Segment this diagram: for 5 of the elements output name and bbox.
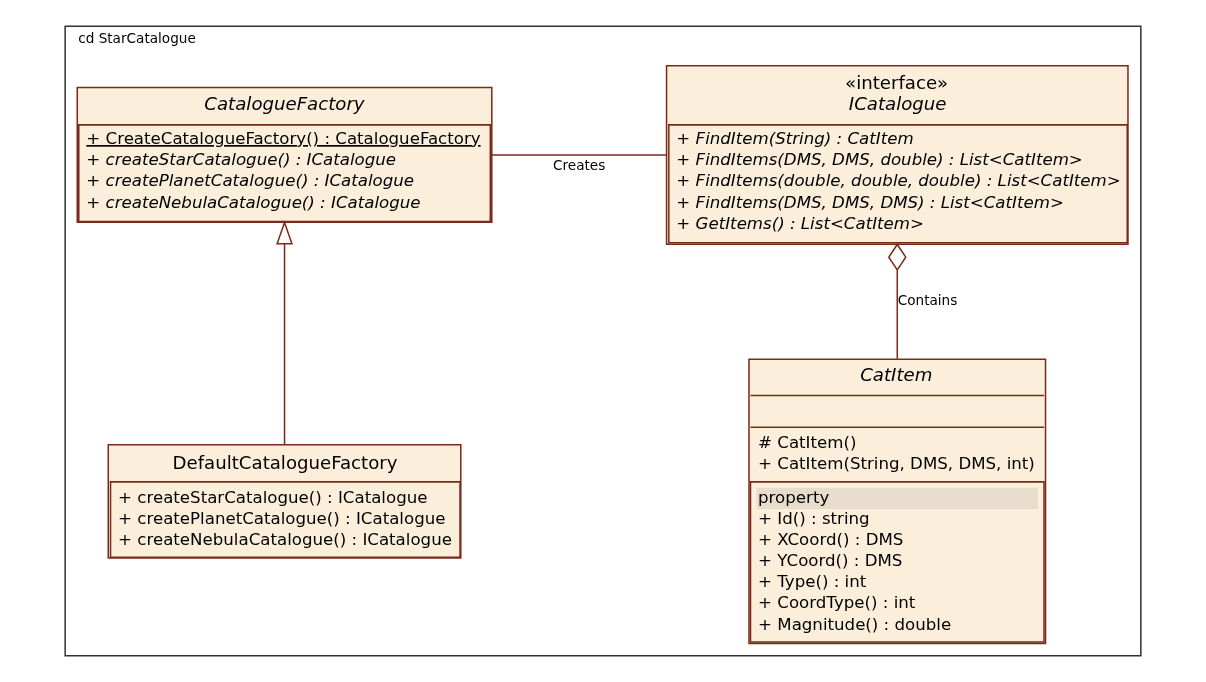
edge-label: Creates — [553, 157, 606, 174]
connector — [491, 154, 668, 156]
edge-label: Contains — [897, 291, 958, 308]
arrow — [276, 220, 293, 446]
connector — [887, 243, 907, 360]
